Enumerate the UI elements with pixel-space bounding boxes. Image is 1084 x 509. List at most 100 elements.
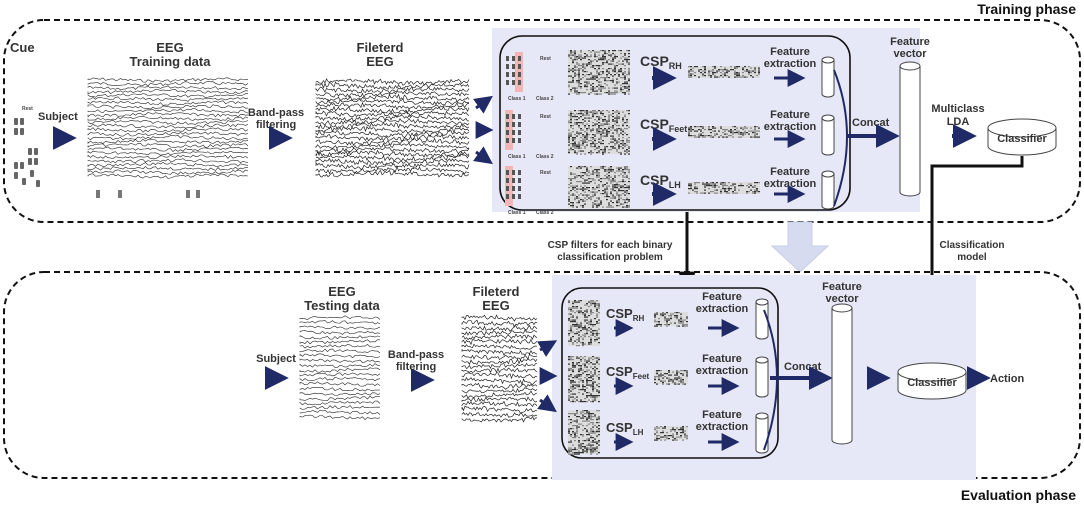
hand-icon bbox=[28, 148, 32, 155]
eeg-trace-line bbox=[461, 357, 538, 366]
eval-eeg-traces bbox=[299, 315, 381, 421]
hand-icon bbox=[518, 138, 521, 143]
eeg-trace-line bbox=[461, 314, 538, 322]
model-label-1: Classification bbox=[939, 240, 1004, 251]
hand-icon bbox=[20, 128, 24, 135]
eeg-trace-line bbox=[315, 164, 470, 175]
eeg-trace-line bbox=[299, 405, 381, 410]
eeg-trace-line bbox=[315, 105, 470, 115]
class2-label: Class 2 bbox=[536, 96, 554, 102]
eeg-trace-line bbox=[315, 129, 470, 139]
eeg-trace-line bbox=[461, 362, 538, 370]
eeg-trace-line bbox=[87, 135, 249, 141]
eeg-trace-line bbox=[87, 127, 249, 133]
eeg-trace-line bbox=[87, 112, 249, 118]
hand-icon bbox=[518, 186, 521, 191]
fe-lh-label-2: extraction bbox=[764, 178, 817, 190]
class1-label: Class 1 bbox=[508, 96, 526, 102]
eeg-trace-line bbox=[87, 77, 248, 83]
arrow-eval-to-lh bbox=[537, 394, 557, 413]
eval-fe-lh-label-2: extraction bbox=[696, 421, 749, 433]
eeg-trace-line bbox=[315, 149, 470, 158]
eeg-trace-line bbox=[461, 415, 537, 423]
eeg-trace-line bbox=[299, 330, 381, 335]
hand-icon bbox=[512, 178, 515, 183]
cue-label: Cue bbox=[10, 40, 35, 55]
hand-icon bbox=[20, 118, 24, 125]
eeg-trace-line bbox=[87, 85, 249, 91]
rest-label: Rest bbox=[540, 56, 551, 62]
hand-icon bbox=[506, 114, 509, 119]
eeg-trace-line bbox=[461, 353, 538, 361]
spectrogram-icon bbox=[568, 410, 600, 455]
class2-label: Class 2 bbox=[536, 210, 554, 216]
eeg-trace-line bbox=[315, 122, 470, 130]
spectrogram-icon bbox=[688, 66, 760, 78]
eeg-trace-line bbox=[299, 372, 381, 377]
eval-eeg-title: EEG bbox=[328, 284, 355, 299]
eeg-trace-line bbox=[461, 372, 538, 380]
eval-feature-cylinders bbox=[755, 298, 769, 454]
evaluation-phase-title: Evaluation phase bbox=[961, 487, 1076, 503]
eval-filtered-title-2: EEG bbox=[482, 298, 509, 313]
cylinder-icon bbox=[821, 170, 835, 210]
eeg-trace-line bbox=[461, 324, 538, 332]
eeg-trace-line bbox=[299, 348, 381, 354]
arrow-classification-model bbox=[923, 156, 1024, 366]
feature-vector-cylinder-train bbox=[899, 61, 921, 197]
eeg-trace-line bbox=[315, 93, 470, 103]
eeg-trace-line bbox=[461, 412, 538, 418]
eeg-trace-line bbox=[315, 101, 470, 111]
hand-icon bbox=[506, 186, 509, 191]
eeg-trace-line bbox=[315, 153, 470, 162]
csp-filters-label-1: CSP filters for each binary bbox=[548, 240, 673, 251]
spectrogram-icon bbox=[654, 426, 688, 441]
filtered-title-1: Fileterd bbox=[357, 40, 404, 55]
hand-icon bbox=[186, 190, 190, 198]
eeg-trace-line bbox=[299, 376, 381, 382]
subject-label: Subject bbox=[38, 111, 78, 123]
eeg-trace-line bbox=[315, 169, 470, 178]
eeg-trace-line bbox=[315, 90, 470, 99]
training-eeg-markers bbox=[96, 190, 200, 198]
arrow-filtered-to-lh bbox=[473, 146, 493, 165]
eeg-trace-line bbox=[299, 392, 381, 396]
hand-icon bbox=[506, 194, 509, 199]
eeg-trace-line bbox=[87, 146, 249, 153]
eeg-trace-line bbox=[87, 138, 249, 144]
classifier-eval: Classifier bbox=[897, 362, 967, 400]
spectrogram-icon bbox=[654, 312, 688, 327]
eeg-trace-line bbox=[461, 382, 538, 390]
hand-icon bbox=[518, 56, 521, 61]
cylinder-icon bbox=[755, 412, 769, 454]
eeg-trace-line bbox=[87, 142, 249, 148]
eeg-trace-line bbox=[461, 338, 538, 346]
eeg-trace-line bbox=[315, 137, 470, 147]
hand-icon bbox=[512, 80, 515, 85]
cylinder-icon bbox=[755, 298, 769, 340]
classifier-eval-label: Classifier bbox=[907, 377, 957, 389]
eval-fe-feet-label-2: extraction bbox=[696, 365, 749, 377]
eeg-trace-line bbox=[299, 409, 381, 415]
eeg-trace-line bbox=[315, 117, 470, 126]
arrow-filtered-to-rh bbox=[473, 95, 493, 114]
evaluation-phase: Evaluation phase Subject EEG Testing dat… bbox=[3, 271, 1081, 503]
hand-icon bbox=[506, 130, 509, 135]
eval-csp-rh-label: CSPRH bbox=[606, 306, 645, 323]
hand-icon bbox=[518, 194, 521, 199]
eval-testing-data-title: Testing data bbox=[304, 298, 380, 313]
concat-label-train: Concat bbox=[852, 117, 890, 129]
hand-icon bbox=[196, 190, 200, 198]
lda-label-2: LDA bbox=[947, 116, 970, 128]
eeg-trace-line bbox=[87, 123, 249, 129]
eval-bandpass-label-2: filtering bbox=[396, 361, 436, 373]
eval-feature-extraction: Feature extraction Feature extraction Fe… bbox=[696, 291, 749, 451]
eeg-trace-line bbox=[299, 344, 381, 349]
hand-icon bbox=[506, 56, 509, 61]
class1-label: Class 1 bbox=[508, 154, 526, 160]
eval-fe-rh-label-1: Feature bbox=[702, 291, 742, 303]
rest-label: Rest bbox=[540, 114, 551, 120]
hand-icon bbox=[512, 130, 515, 135]
hand-icon bbox=[506, 178, 509, 183]
